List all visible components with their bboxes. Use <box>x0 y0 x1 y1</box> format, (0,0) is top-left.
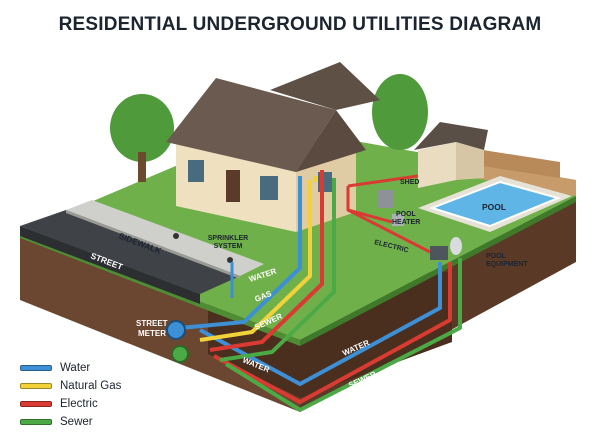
legend-item-gas: Natural Gas <box>20 378 121 394</box>
pool-equipment-label-line2: EQUIPMENT <box>486 261 528 268</box>
pool <box>428 180 562 228</box>
house-roof-front <box>166 78 336 172</box>
pool-heater-label-line1: POOL <box>396 211 417 218</box>
legend-item-sewer: Sewer <box>20 414 121 430</box>
ac-unit <box>378 190 394 208</box>
water-line <box>179 176 302 330</box>
street <box>20 210 240 294</box>
legend: Water Natural Gas Electric Sewer <box>20 360 121 432</box>
pool-equipment-tank <box>450 237 462 255</box>
tree-right-canopy <box>372 74 428 150</box>
legend-label: Natural Gas <box>60 380 122 392</box>
window <box>188 160 204 182</box>
sewer-line-lower <box>224 258 462 412</box>
gas-line <box>199 180 312 342</box>
house-roof-side <box>296 110 366 172</box>
legend-label: Electric <box>60 398 98 410</box>
pool-equipment-label-line1: POOL <box>486 253 507 260</box>
legend-label: Sewer <box>60 416 93 428</box>
fence-right <box>470 148 560 178</box>
house-roof-back <box>270 62 380 110</box>
sidewalk <box>66 200 264 276</box>
window <box>260 176 278 200</box>
tree-left-trunk <box>138 152 146 182</box>
shed-side <box>456 142 484 180</box>
pool-label: POOL <box>482 202 506 212</box>
electric-line <box>209 170 324 352</box>
electric-line-lower <box>213 262 452 404</box>
shed-wall <box>418 142 456 188</box>
electric-line-shed <box>347 174 419 188</box>
sprinkler-label-line1: SPRINKLER <box>208 235 248 242</box>
curb <box>66 210 240 279</box>
electric-line-equipment <box>347 208 431 254</box>
page-title: RESIDENTIAL UNDERGROUND UTILITIES DIAGRA… <box>58 14 542 35</box>
pool-heater-label-line2: HEATER <box>392 219 420 226</box>
pool-heater-unit <box>392 214 404 226</box>
legend-swatch-sewer <box>20 419 52 425</box>
sprinkler-head <box>173 233 179 239</box>
street-meter-sewer <box>171 345 189 363</box>
tree-left-canopy <box>110 94 174 162</box>
legend-item-water: Water <box>20 360 121 376</box>
front-door <box>226 170 240 202</box>
sprinkler-head <box>227 257 233 263</box>
street-face <box>20 226 200 304</box>
street-meter-water <box>166 320 186 340</box>
street-meter-label-line2: METER <box>138 329 166 338</box>
shed-roof <box>414 122 488 150</box>
legend-item-electric: Electric <box>20 396 121 412</box>
legend-swatch-water <box>20 365 52 371</box>
legend-label: Water <box>60 362 91 374</box>
legend-swatch-gas <box>20 383 52 389</box>
pool-equipment-unit <box>430 246 448 260</box>
legend-swatch-electric <box>20 401 52 407</box>
street-meter-label-line1: STREET <box>136 319 168 328</box>
sewer-line <box>219 178 336 362</box>
shed-label: SHED <box>400 179 419 186</box>
sprinkler-label-line2: SYSTEM <box>214 243 243 250</box>
